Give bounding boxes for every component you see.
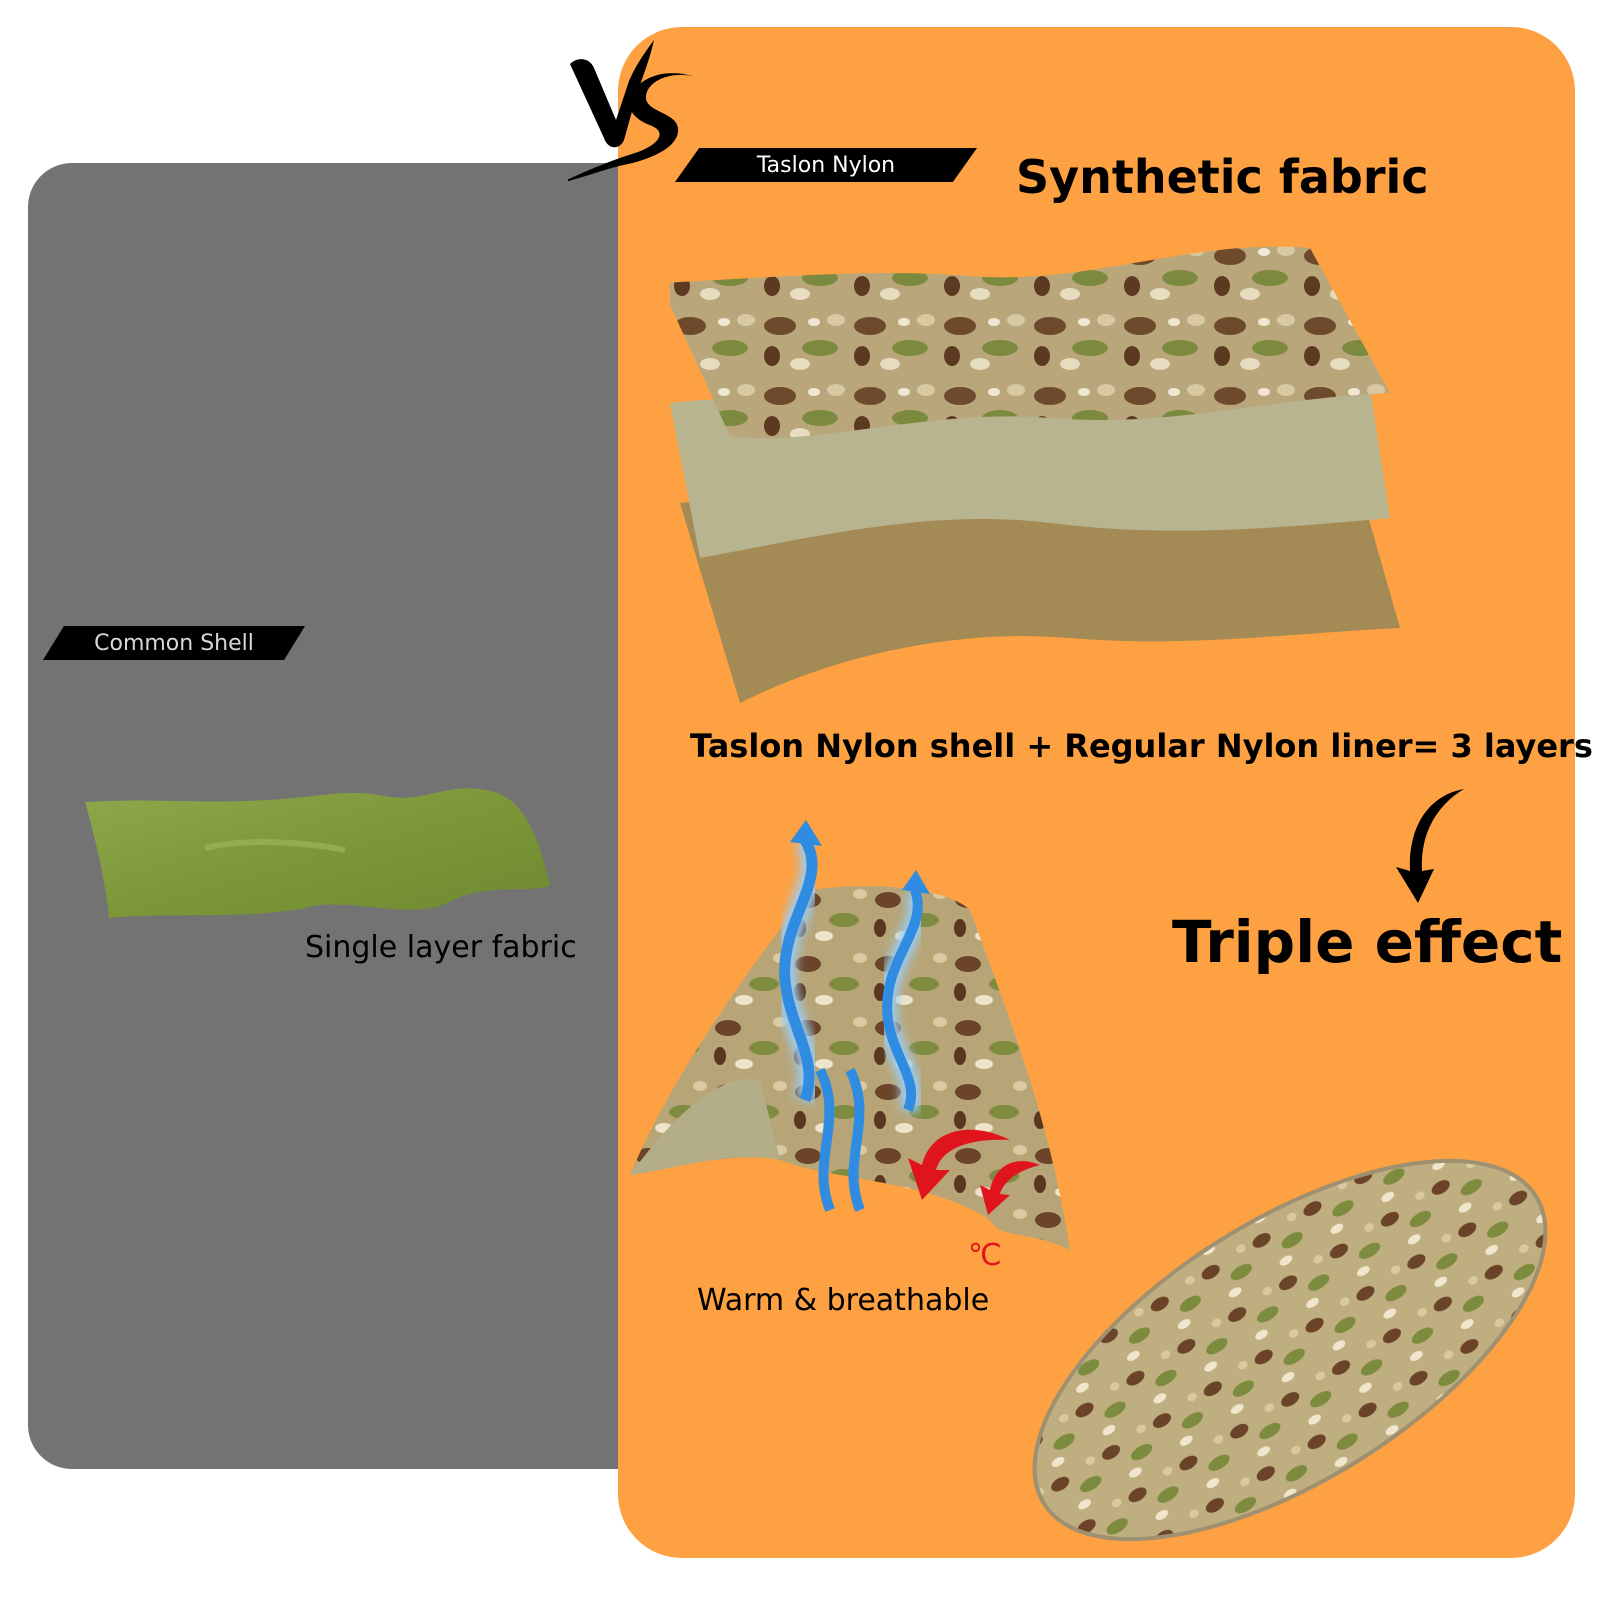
celsius-label: ℃ (968, 1238, 1002, 1273)
common-shell-tag-label: Common Shell (94, 630, 254, 656)
heat-arrows-icon (908, 1129, 1040, 1215)
single-layer-fabric-image (85, 778, 565, 928)
airflow-arrows-icon (773, 820, 930, 1212)
synthetic-fabric-title: Synthetic fabric (1016, 150, 1429, 204)
single-layer-caption: Single layer fabric (305, 930, 577, 965)
warm-breathable-caption: Warm & breathable (697, 1283, 990, 1318)
vs-brush-icon (568, 40, 698, 182)
warm-breathable-illustration (630, 820, 1110, 1300)
bivy-bag-image (1010, 1130, 1570, 1570)
camo-top-layer (670, 246, 1390, 439)
triple-effect-title: Triple effect (1172, 908, 1563, 976)
taslon-nylon-tag-label: Taslon Nylon (756, 152, 896, 178)
three-layer-fabric-image (670, 238, 1430, 718)
curved-down-arrow-icon (1390, 785, 1470, 905)
common-shell-tag: Common Shell (43, 626, 305, 660)
bottom-liner-layer (680, 488, 1400, 703)
layers-caption: Taslon Nylon shell + Regular Nylon liner… (690, 727, 1593, 765)
vs-mark (568, 34, 708, 184)
taslon-nylon-tag: Taslon Nylon (675, 148, 977, 182)
